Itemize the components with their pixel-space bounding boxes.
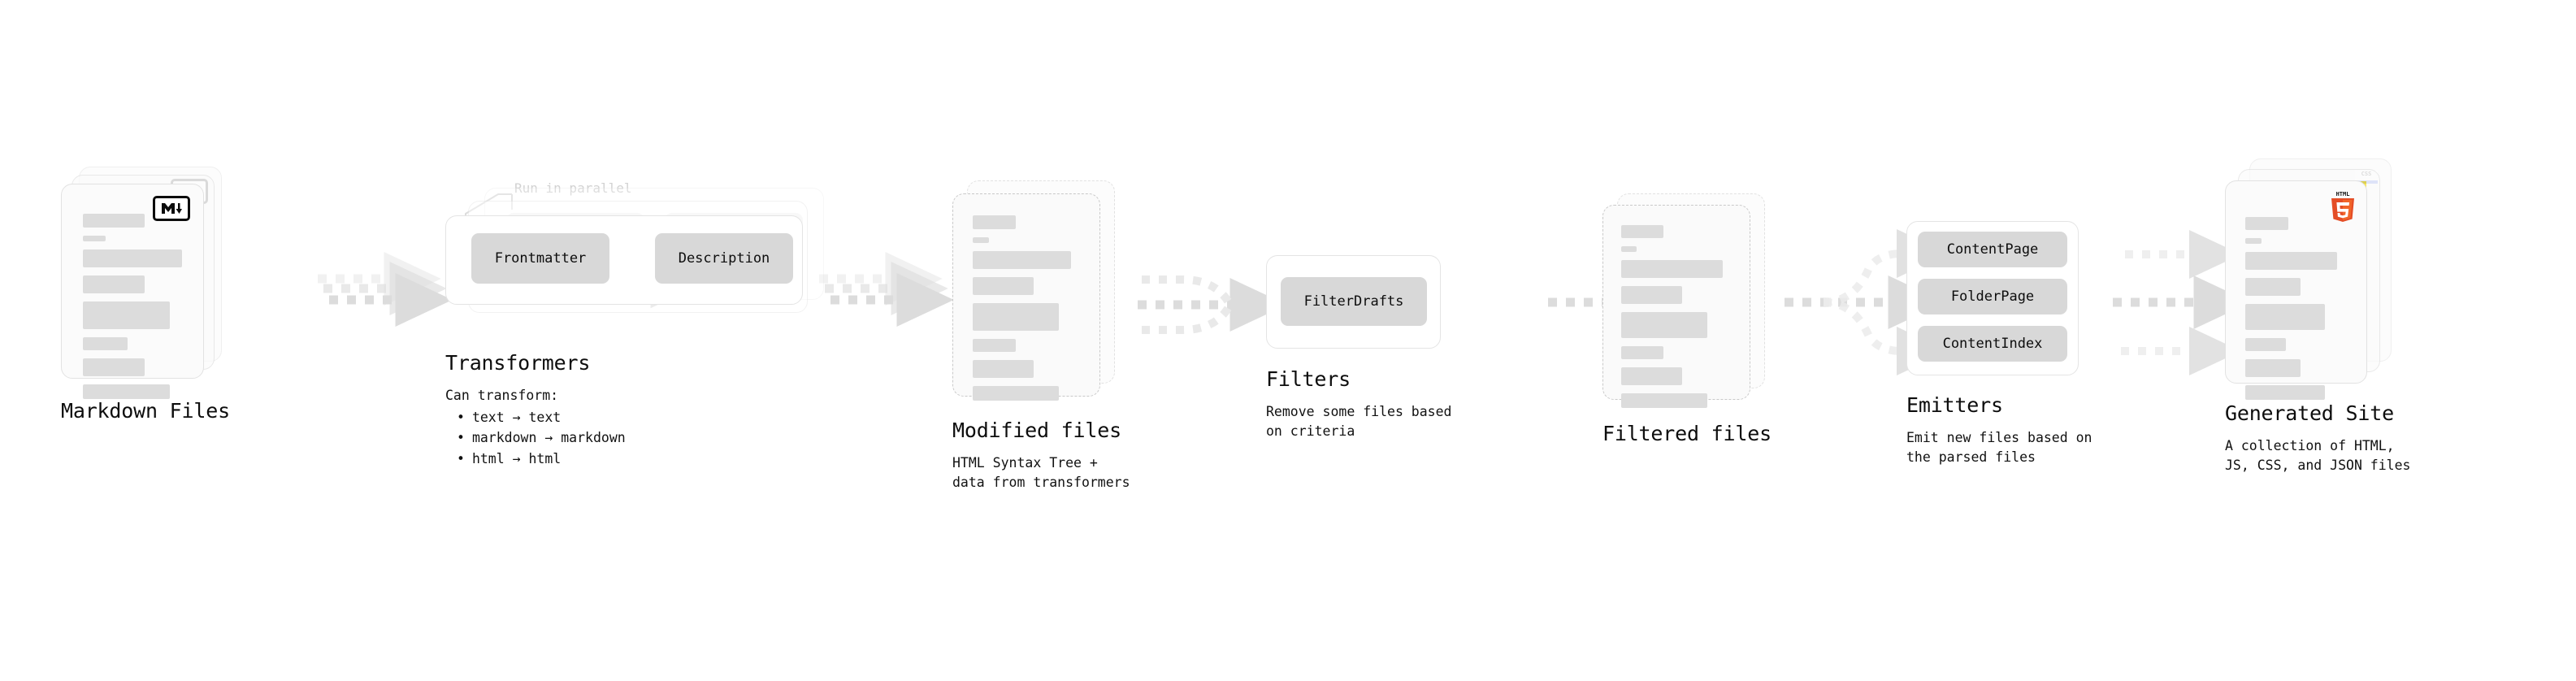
transformers-subtitle: Can transform: [445,388,559,403]
filtered-card-stack [1602,193,1773,409]
connector-emitters-to-site [2113,230,2251,375]
chip-filterdrafts[interactable]: FilterDrafts [1281,277,1427,326]
markdown-card-stack [61,167,223,399]
node-title-modified-files: Modified files [952,419,1121,442]
chip-contentpage[interactable]: ContentPage [1918,232,2067,267]
node-title-filters: Filters [1266,367,1351,391]
chip-contentindex[interactable]: ContentIndex [1918,326,2067,362]
transform-rule-markdown: markdown → markdown [457,427,827,449]
modified-card-stack [952,180,1123,404]
node-filters: FilterDrafts Filters Remove some files b… [1266,255,1451,441]
node-title-generated-site: Generated Site [2225,401,2394,425]
generated-site-desc: A collection of HTML, JS, CSS, and JSON … [2225,438,2411,473]
run-in-parallel-label: Run in parallel [514,180,632,196]
modified-files-desc: HTML Syntax Tree + data from transformer… [952,455,1130,490]
filters-desc: Remove some files based on criteria [1266,404,1452,439]
filtered-card-skeleton [1603,206,1750,408]
markdown-glyph [162,203,182,214]
site-card-front-html: HTML [2225,180,2367,400]
connector-modified-to-filters [1138,275,1287,334]
node-title-transformers: Transformers [445,351,591,375]
node-title-emitters: Emitters [1906,393,2003,417]
transform-rule-html: html → html [457,449,827,470]
filters-panel-stack: FilterDrafts [1266,255,1441,351]
emitters-panel-stack: ContentPage FolderPage ContentIndex [1906,221,2085,384]
transformers-capability-list: text → text markdown → markdown html → h… [445,407,827,470]
transformers-panel-stack: Frontmatter Description Frontmatter Desc… [445,183,827,333]
chip-description[interactable]: Description [655,233,793,284]
node-filtered-files: Filtered files [1602,193,1773,445]
node-emitters: ContentPage FolderPage ContentIndex Emit… [1906,221,2092,467]
node-transformers: Run in parallel Frontmatter Description … [445,180,827,470]
filtered-card-front [1602,205,1750,408]
modified-card-skeleton [953,194,1099,401]
chip-folderpage[interactable]: FolderPage [1918,279,2067,314]
connector-markdown-to-transformers [318,252,453,327]
node-markdown-files: Markdown Files [61,167,230,423]
transform-rule-text: text → text [457,407,827,428]
node-title-filtered-files: Filtered files [1602,422,1772,445]
svg-text:HTML: HTML [2336,191,2350,197]
markdown-card-skeleton [62,184,203,399]
emitters-desc: Emit new files based on the parsed files [1906,430,2092,465]
markdown-card-front [61,184,204,399]
html5-glyph: HTML [2331,191,2354,222]
node-generated-site: CSS HTML [2225,158,2410,475]
node-modified-files: Modified files HTML Syntax Tree + data f… [952,180,1130,492]
html5-icon: HTML [2329,189,2357,227]
chip-frontmatter[interactable]: Frontmatter [471,233,609,284]
connector-transformers-to-modified [819,252,954,327]
node-title-markdown-files: Markdown Files [61,399,230,423]
site-card-stack: CSS HTML [2225,158,2400,400]
modified-card-front [952,193,1100,401]
site-card-skeleton [2226,181,2366,400]
markdown-icon [153,196,190,221]
connector-filtered-to-emitters [1785,229,1949,375]
